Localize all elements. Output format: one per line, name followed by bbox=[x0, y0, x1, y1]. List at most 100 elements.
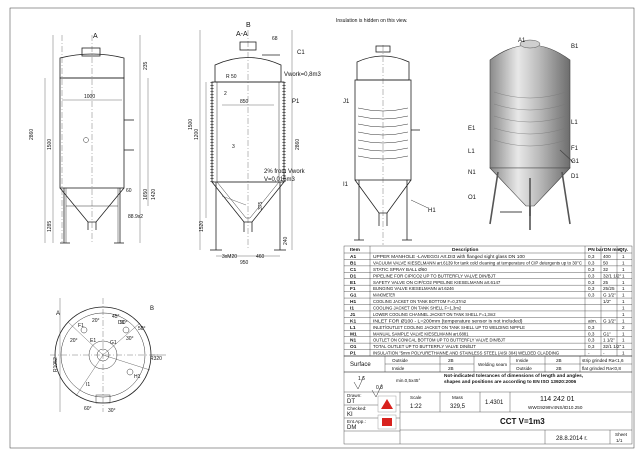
note-2pct: 2% from Vwork bbox=[264, 169, 306, 175]
parts-cell-desc: MANUAL SAMPLE VALVE KIESELMANN art.6881 bbox=[373, 331, 469, 336]
parts-cell-item: P1 bbox=[350, 351, 356, 357]
label-3d-b1: B1 bbox=[571, 44, 579, 50]
plan-label-d1: D1 bbox=[118, 320, 125, 326]
surface-note-flat: flat grinded Ra<0,8 bbox=[582, 366, 621, 371]
sheet-frame bbox=[9, 7, 635, 449]
note-volume: V=0,016m3 bbox=[264, 177, 296, 183]
plan-label-e1: E1 bbox=[90, 338, 96, 344]
parts-cell-qty: 1 bbox=[622, 338, 625, 343]
dim-r320: R320 bbox=[150, 356, 162, 362]
parts-cell-pn: 0,3 bbox=[588, 325, 595, 330]
parts-cell-qty: 1 bbox=[622, 351, 625, 356]
parts-cell-pn: 0,3 bbox=[588, 254, 595, 259]
parts-cell-pn: 0,3 bbox=[588, 280, 595, 285]
parts-cell-dn: 1/2" bbox=[603, 299, 611, 304]
parts-cell-pn: 0,3 bbox=[588, 273, 595, 278]
parts-cell-pn: - bbox=[588, 351, 590, 356]
col-qty: Qty. bbox=[619, 247, 628, 253]
parts-cell-qty: 1 bbox=[622, 280, 625, 285]
parts-cell-item: F1 bbox=[350, 286, 356, 292]
parts-cell-pn: 0,3 bbox=[588, 331, 595, 336]
side-elevation-view: J1 I1 H1 bbox=[343, 45, 436, 245]
label-3d-g1: G1 bbox=[571, 159, 580, 165]
section-a-marker: A bbox=[93, 33, 98, 40]
parts-cell-dn: 32/1 1/2" bbox=[603, 344, 622, 349]
surface-weld-inside: Inside bbox=[516, 358, 529, 363]
dim-850: 850 bbox=[240, 99, 249, 105]
label-3d-l1-right: L1 bbox=[571, 120, 578, 126]
parts-cell-desc: COOLING JACKET ON TANK BOTTOM F=0,37m2 bbox=[373, 299, 466, 304]
parts-cell-qty: 1 bbox=[622, 306, 625, 311]
parts-cell-pn: 0,3 bbox=[588, 338, 595, 343]
company-logo bbox=[377, 395, 397, 430]
drawn-label: Drawn: bbox=[347, 393, 362, 398]
approved-label: Ent.App.: bbox=[347, 419, 366, 424]
parts-cell-dn: G1" bbox=[603, 331, 611, 336]
roughness-1-6: 1,6 bbox=[358, 376, 365, 382]
sheet-value: 1/1 bbox=[616, 438, 623, 443]
parts-cell-desc: MANOMETER bbox=[373, 293, 396, 298]
label-3d-l1-left: L1 bbox=[468, 149, 475, 155]
label-j1: J1 bbox=[343, 99, 350, 105]
parts-cell-desc: OUTLET ON CONICAL BOTTOM UP TO BUTTERFLY… bbox=[373, 338, 505, 343]
plan-marker-b: B bbox=[150, 306, 154, 312]
parts-cell-dn: 32/1 1/2" bbox=[603, 273, 622, 278]
label-2: 2 bbox=[224, 91, 227, 97]
surface-outside-val: 2B bbox=[448, 358, 454, 363]
parts-cell-item: G1 bbox=[350, 293, 357, 299]
mass-value: 329,5 bbox=[450, 404, 466, 410]
parts-cell-desc: INLET/OUTLET COOLING JACKET ON TANK SHEL… bbox=[373, 325, 525, 330]
drawing-title: CCT V=1m3 bbox=[500, 417, 545, 426]
plan-label-h1: H1 bbox=[134, 374, 141, 380]
label-c1: C1 bbox=[297, 50, 305, 56]
dim-1650: 1650 bbox=[143, 189, 149, 200]
parts-cell-qty: 1 bbox=[622, 267, 625, 272]
parts-cell-dn: - bbox=[603, 351, 605, 356]
title-block: 1,6 0,8 min.0,5x45° Not-indicated tolera… bbox=[343, 371, 633, 445]
plan-label-g1: G1 bbox=[110, 340, 117, 346]
dim-diameter: 1000 bbox=[84, 94, 95, 100]
parts-cell-item: O1 bbox=[350, 344, 357, 350]
parts-cell-qty: 1 bbox=[622, 344, 625, 349]
parts-cell-qty: 1 bbox=[622, 260, 625, 265]
plan-label-i1: I1 bbox=[86, 382, 90, 388]
dim-pipe: 88.9x2 bbox=[128, 214, 143, 220]
angle-30-top: 30° bbox=[126, 336, 134, 342]
parts-cell-desc: LOWER COOLING CHANNEL JACKET ON TANK SHE… bbox=[373, 312, 496, 317]
parts-cell-pn: 0,3 bbox=[588, 267, 595, 272]
plan-marker-a: A bbox=[56, 311, 60, 317]
label-3d-o1: O1 bbox=[468, 195, 477, 201]
parts-cell-qty: 1 bbox=[622, 286, 625, 291]
parts-cell-pn: 0,3 bbox=[588, 293, 595, 298]
parts-cell-desc: INLET FOR Ø100 - L=200mm (temperature se… bbox=[373, 318, 523, 323]
parts-cell-item: K1 bbox=[350, 318, 356, 324]
parts-cell-item: B1 bbox=[350, 260, 356, 266]
parts-cell-desc: COOLING JACKET ON TANK SHELL F=1,3m2 bbox=[373, 306, 462, 311]
parts-cell-item: C1 bbox=[350, 267, 356, 273]
dim-r50: R 50 bbox=[226, 74, 237, 80]
dim-240: 240 bbox=[283, 236, 289, 245]
angle-60: 60° bbox=[84, 406, 92, 412]
scale-label: Scale bbox=[410, 395, 422, 400]
isometric-view: A1 B1 E1 L1 F1 G1 D1 L1 N1 O1 bbox=[468, 38, 580, 230]
parts-cell-pn: atm. bbox=[588, 318, 597, 323]
parts-cell-dn: 400 bbox=[603, 254, 611, 259]
label-3d-e1: E1 bbox=[468, 126, 476, 132]
parts-cell-qty: 1 bbox=[622, 318, 625, 323]
material-value: 1.4301 bbox=[485, 400, 504, 406]
col-dn: DN mm bbox=[604, 247, 621, 253]
plan-label-f1: F1 bbox=[78, 323, 84, 329]
dim-height: 2860 bbox=[29, 129, 35, 140]
parts-cell-dn: G 1/2" bbox=[603, 318, 616, 323]
drawn-value: DT bbox=[347, 399, 355, 405]
parts-cell-desc: UPPER MANHOLE -LAVEGGI Art.DI3 with flan… bbox=[373, 254, 525, 259]
dim-460: 460 bbox=[256, 254, 265, 260]
surface-inside-val: 2B bbox=[448, 366, 454, 371]
chamfer-note: min.0,5x45° bbox=[396, 378, 420, 383]
angle-45: 45° bbox=[112, 314, 120, 320]
surface-inside: Inside bbox=[392, 366, 405, 371]
doc-number: 114 242 01 bbox=[540, 396, 575, 403]
col-description: Description bbox=[452, 247, 478, 253]
